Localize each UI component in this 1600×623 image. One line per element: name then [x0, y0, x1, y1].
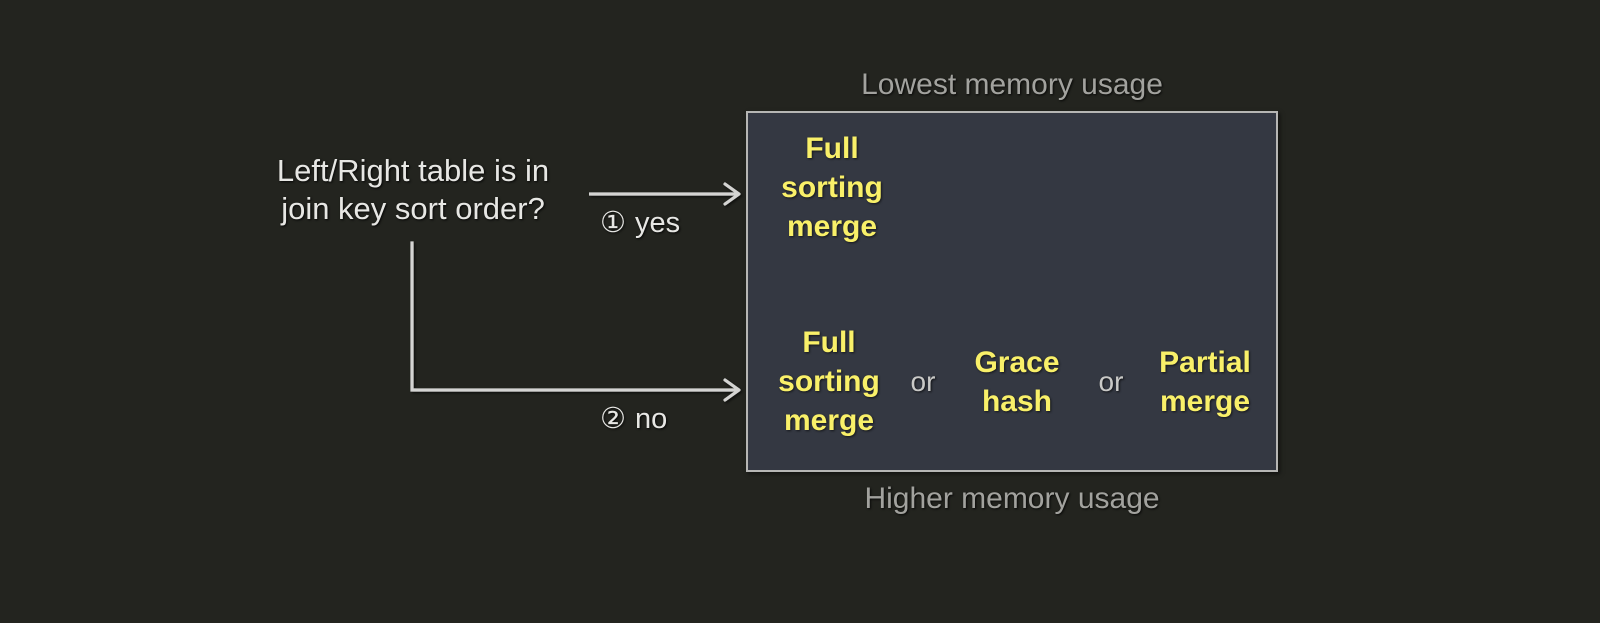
branch-marker-no: ② [600, 403, 626, 435]
connector-no [410, 241, 741, 402]
branch-label-no: ② no [600, 401, 667, 436]
option-separator-1: or [910, 365, 936, 397]
branch-text-no: no [635, 403, 668, 435]
decision-question: Left/Right table is in join key sort ord… [276, 153, 550, 226]
caption-lowest-memory: Lowest memory usage [861, 68, 1163, 101]
option-full-sorting-merge-top: Full sorting merge [781, 132, 883, 243]
option-row-yes: Full sorting merge [748, 129, 1276, 246]
caption-higher-memory: Higher memory usage [864, 482, 1160, 515]
option-full-sorting-merge-bottom: Full sorting merge [778, 326, 880, 437]
branch-text-yes: yes [635, 207, 681, 239]
branch-label-yes: ① yes [600, 205, 680, 240]
option-separator-2: or [1098, 365, 1124, 397]
option-partial-merge: Partial merge [1159, 345, 1251, 418]
option-grace-hash: Grace hash [974, 345, 1060, 418]
option-row-no: Full sorting merge or Grace hash or Part… [748, 323, 1276, 440]
option-box: Full sorting merge Full sorting merge or… [746, 111, 1278, 472]
branch-marker-yes: ① [600, 207, 626, 239]
connector-yes [589, 182, 741, 206]
